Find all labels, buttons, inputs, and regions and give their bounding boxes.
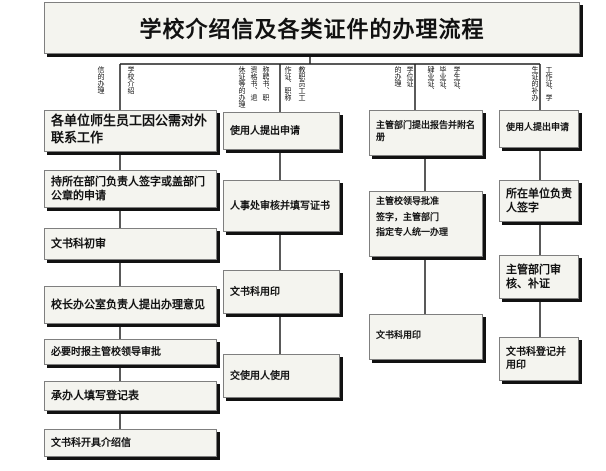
col4-step-4: 文书科登记并用印	[499, 337, 579, 381]
col3-step-3: 文书科用印	[369, 314, 483, 360]
col3-heading-line1: 的办理	[394, 66, 402, 87]
col1-step-6: 承办人填写登记表	[44, 381, 217, 411]
col4-heading-line2: 工作证、学	[545, 66, 553, 101]
col3-heading-line4: 毕业证、	[439, 66, 447, 94]
col4-step-1: 使用人提出申请	[499, 110, 579, 148]
col1-step-5: 必要时报主管校领导审批	[44, 339, 217, 365]
page-title: 学校介绍信及各类证件的办理流程	[44, 2, 580, 54]
col3-heading-line2: 学位证	[406, 66, 414, 87]
col1-heading-line2: 学校介绍	[127, 66, 135, 94]
col2-heading-line2: 资格书、退	[250, 66, 258, 101]
col4-heading-line1: 生证的补办	[531, 66, 539, 101]
col2-step-3: 文书科用印	[223, 270, 340, 314]
col3-step-2-line1: 主管校领导批准	[376, 197, 440, 207]
col2-heading-line1: 休证等的办理	[238, 66, 246, 108]
col3-step-2-line2: 签字，主管部门	[376, 212, 440, 223]
col2-step-2: 人事处审核并填写证书	[223, 180, 340, 232]
col3-heading-line3: 肄业证、	[427, 66, 435, 94]
col1-heading-line1: 信的办理	[97, 66, 105, 94]
col2-step-4: 交使用人使用	[223, 354, 340, 398]
col3-step-2-line3: 指定专人统一办理	[376, 228, 449, 239]
col2-heading-line5: 教职员工工	[298, 66, 306, 101]
col1-step-7: 文书科开具介绍信	[44, 429, 217, 457]
col4-step-3: 主管部门审核、补证	[499, 255, 579, 299]
col2-heading-line3: 称聘书、职	[262, 66, 270, 101]
col1-step-4: 校长办公室负责人提出办理意见	[44, 286, 217, 324]
col1-step-1: 各单位师生员工因公需对外联系工作	[44, 110, 217, 152]
col2-step-1: 使用人提出申请	[223, 112, 340, 150]
col3-step-1: 主管部门提出报告并附名册	[369, 110, 483, 156]
col1-step-3: 文书科初审	[44, 228, 217, 260]
col3-heading-line5: 学生证、	[453, 66, 461, 94]
col3-step-2: 主管校领导批准 签字，主管部门 指定专人统一办理	[369, 191, 483, 257]
col2-heading-line4: 作证、职称	[284, 66, 292, 101]
col1-step-2: 持所在部门负责人签字或盖部门公章的申请	[44, 170, 217, 208]
col4-step-2: 所在单位负责人签字	[499, 180, 579, 222]
